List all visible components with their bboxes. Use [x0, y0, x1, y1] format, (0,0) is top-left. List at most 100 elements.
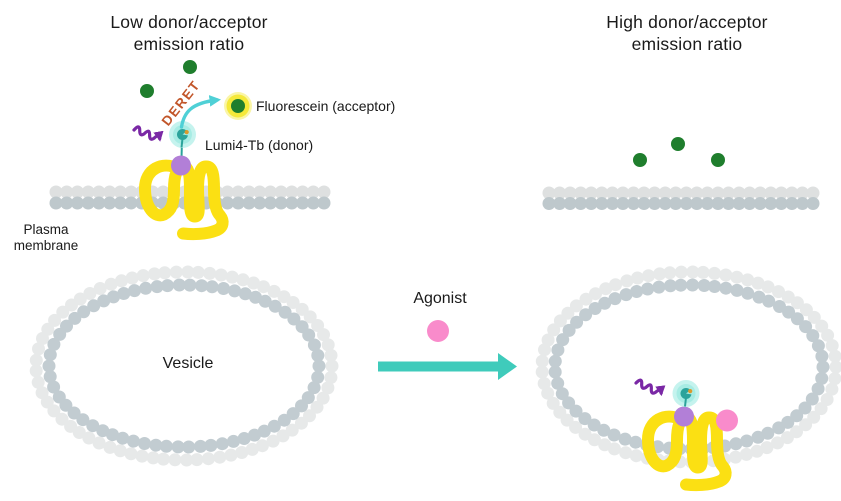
lipid-bead: [42, 359, 56, 373]
lipid-bead: [811, 382, 825, 396]
lipid-bead: [829, 360, 841, 374]
lipid-bead: [317, 185, 331, 199]
lipid-bead: [669, 186, 683, 200]
lipid-bead: [732, 186, 746, 200]
lipid-bead: [562, 396, 576, 410]
lipid-bead: [150, 280, 164, 294]
lipid-bead: [32, 342, 45, 356]
free-fluorescein-dots-right: [633, 137, 725, 167]
lipid-bead: [584, 186, 598, 200]
lipid-bead: [235, 446, 249, 459]
lipid-bead: [156, 452, 170, 466]
lipid-bead: [574, 186, 588, 200]
lipid-bead: [276, 429, 290, 443]
lipid-bead: [806, 186, 820, 200]
lipid-bead: [825, 382, 839, 396]
lipid-bead: [247, 276, 260, 290]
lipid-bead: [60, 196, 74, 210]
lipid-bead: [815, 349, 829, 363]
lipid-bead: [609, 278, 622, 292]
lipid-bead: [690, 186, 704, 200]
lipid-bead: [547, 323, 561, 337]
lipid-bead: [589, 287, 602, 301]
lipid-bead: [629, 435, 643, 449]
lipid-bead: [637, 186, 651, 200]
lipid-bead: [619, 288, 633, 302]
lipid-bead: [324, 348, 338, 362]
lipid-bead: [774, 186, 788, 200]
lipid-bead: [77, 305, 91, 319]
lipid-bead: [236, 273, 250, 287]
excitation-photon-arrow-left: [133, 126, 160, 143]
lipid-bead: [556, 333, 570, 347]
lipid-bead: [97, 294, 111, 308]
lipid-bead: [764, 186, 778, 200]
snap-tag-ball-right: [674, 406, 694, 427]
lipid-bead: [317, 328, 330, 342]
lipid-bead: [686, 278, 699, 292]
lipid-bead: [700, 186, 714, 200]
lipid-bead: [214, 268, 228, 282]
lipid-bead: [43, 348, 57, 362]
lipid-bead: [287, 312, 301, 326]
lipid-bead: [238, 287, 252, 301]
lipid-bead: [753, 197, 767, 210]
lipid-bead: [49, 185, 63, 199]
lipid-bead: [780, 431, 794, 445]
lipid-bead: [103, 196, 117, 210]
lipid-bead: [227, 434, 240, 448]
lipid-bead: [648, 197, 662, 210]
lipid-bead: [648, 186, 662, 200]
plasma-membrane-line1: Plasma: [23, 222, 69, 237]
lipid-bead: [751, 430, 765, 444]
lipid-bead: [274, 196, 288, 210]
lipid-bead: [790, 409, 804, 423]
fluorescein-acceptor-dot: [224, 92, 252, 120]
lipid-bead: [569, 299, 583, 313]
lipid-bead: [138, 437, 151, 450]
lipid-bead: [579, 292, 593, 306]
lipid-bead: [257, 280, 270, 294]
lipid-bead: [258, 294, 272, 308]
lipid-bead: [221, 185, 234, 199]
lipid-bead: [774, 197, 788, 210]
lipid-bead: [806, 329, 820, 343]
lipid-bead: [205, 280, 219, 294]
lipid-bead: [285, 196, 299, 210]
lipid-bead: [631, 271, 644, 285]
lipid-bead: [215, 437, 229, 451]
lipid-bead: [722, 197, 735, 210]
lipid-bead: [225, 270, 239, 284]
green-dot: [711, 153, 725, 167]
lipid-bead: [60, 185, 74, 199]
lipid-bead: [607, 428, 621, 442]
lipid-bead: [47, 380, 61, 394]
lipid-bead: [213, 450, 227, 464]
lipid-bead: [599, 282, 613, 296]
lipid-bead: [242, 185, 256, 199]
lipid-bead: [307, 381, 321, 395]
lipid-bead: [55, 412, 69, 426]
lipid-bead: [52, 390, 66, 404]
left-title: Low donor/acceptor emission ratio: [49, 11, 329, 55]
lipid-bead: [790, 312, 804, 326]
lipid-bead: [306, 185, 320, 199]
lipid-bead: [171, 440, 185, 454]
lipid-bead: [825, 339, 839, 353]
lipid-bead: [815, 371, 829, 385]
lipid-bead: [87, 299, 101, 313]
lipid-bead: [548, 365, 562, 379]
lipid-bead: [630, 285, 644, 298]
lipid-bead: [608, 292, 622, 306]
plasma-membrane-line2: membrane: [13, 238, 79, 253]
lipid-bead: [104, 277, 118, 291]
lipid-bead: [588, 433, 601, 447]
lipid-bead: [574, 197, 588, 210]
lipid-bead: [814, 402, 828, 416]
lipid-bead: [194, 439, 207, 453]
left-title-line2: emission ratio: [133, 34, 245, 54]
lipid-bead: [125, 271, 139, 285]
lipid-bead: [103, 440, 117, 454]
lipid-bead: [616, 197, 630, 210]
